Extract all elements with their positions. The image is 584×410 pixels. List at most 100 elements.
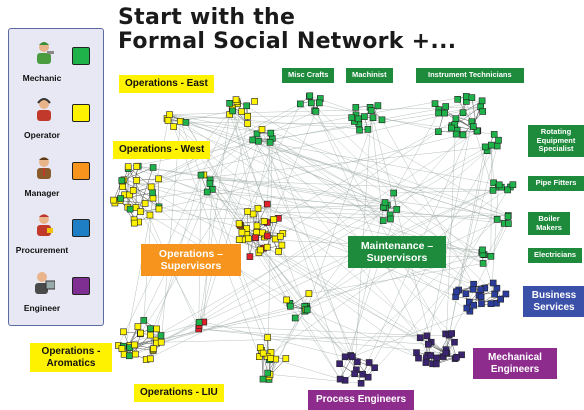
group-label-maintenance-supervisors: Maintenance – Supervisors — [348, 236, 446, 269]
network-node — [364, 373, 372, 381]
network-node — [131, 219, 138, 227]
network-edge — [169, 106, 481, 115]
network-edge — [207, 191, 386, 208]
network-edge — [367, 249, 483, 378]
network-node — [129, 187, 137, 194]
group-label-instrument-technicians: Instrument Technicians — [416, 68, 524, 83]
network-node — [137, 329, 144, 337]
network-node — [126, 191, 133, 199]
network-edge — [209, 179, 357, 371]
legend-label-operator: Operator — [24, 130, 60, 140]
group-label-process-engineers: Process Engineers — [308, 390, 415, 410]
network-node — [283, 296, 290, 304]
network-edge — [146, 186, 499, 360]
network-node — [364, 126, 372, 133]
network-edge — [161, 334, 450, 343]
network-node — [361, 113, 368, 120]
network-edge — [369, 107, 432, 343]
network-edge — [123, 326, 139, 355]
network-node — [463, 304, 471, 312]
network-node — [489, 279, 497, 287]
manager-icon — [37, 157, 51, 179]
network-edge — [140, 132, 272, 334]
network-node — [495, 136, 502, 144]
legend-swatch-mechanic — [72, 47, 90, 65]
network-node — [478, 97, 486, 105]
network-node — [131, 341, 138, 349]
network-node — [469, 123, 477, 130]
network-node — [296, 100, 304, 108]
network-node — [243, 225, 250, 232]
network-node — [502, 290, 510, 298]
network-node — [232, 96, 240, 103]
network-edge — [270, 192, 394, 359]
network-edge — [275, 131, 439, 240]
network-edge — [448, 146, 486, 336]
network-node — [253, 222, 261, 230]
network-edge — [481, 293, 507, 304]
network-node — [459, 131, 467, 139]
network-node — [477, 286, 485, 294]
network-node — [473, 127, 481, 135]
network-node — [462, 290, 470, 298]
network-node — [244, 208, 251, 215]
network-node — [258, 126, 266, 133]
network-node — [259, 349, 267, 357]
network-node — [235, 220, 243, 227]
network-edge — [232, 108, 276, 240]
network-node — [147, 331, 154, 339]
network-edge — [369, 107, 384, 221]
network-node — [170, 123, 177, 130]
network-node — [118, 345, 126, 353]
network-node — [431, 100, 439, 107]
network-node — [267, 354, 275, 362]
network-node — [291, 314, 299, 322]
network-node — [267, 129, 275, 137]
network-node — [126, 352, 133, 360]
network-edge — [198, 114, 230, 330]
network-node — [452, 115, 460, 122]
network-node — [118, 177, 126, 184]
network-node — [427, 352, 435, 359]
group-label-operations-aromatics: Operations - Aromatics — [30, 343, 112, 372]
title-line-2: Formal Social Network +... — [118, 29, 457, 54]
network-edge — [203, 321, 346, 358]
group-label-business-services: Business Services — [523, 286, 584, 317]
network-edge — [300, 103, 501, 300]
network-node — [305, 290, 313, 297]
group-label-operations-west: Operations - West — [113, 141, 211, 159]
group-label-misc-crafts: Misc Crafts — [282, 68, 335, 83]
network-node — [497, 295, 505, 303]
network-node — [270, 216, 278, 223]
network-node — [255, 353, 263, 361]
network-node — [243, 102, 250, 110]
network-node — [441, 109, 448, 117]
network-node — [150, 345, 157, 353]
network-edge — [307, 150, 488, 311]
network-node — [351, 370, 358, 378]
network-node — [119, 183, 126, 190]
network-node — [259, 375, 267, 383]
network-edge — [180, 121, 470, 312]
network-node — [378, 116, 386, 124]
network-node — [132, 350, 139, 358]
network-node — [166, 111, 173, 118]
network-node — [490, 131, 498, 138]
network-node — [149, 164, 157, 171]
network-edge — [128, 166, 152, 188]
network-node — [469, 285, 477, 293]
legend-label-mechanic: Mechanic — [22, 73, 62, 83]
network-edge — [118, 101, 238, 346]
network-edge — [124, 103, 301, 196]
network-edge — [306, 105, 379, 309]
network-node — [453, 288, 460, 296]
network-node — [487, 300, 495, 308]
network-node — [155, 175, 162, 183]
network-node — [306, 92, 314, 100]
network-node — [433, 354, 440, 362]
network-edge — [198, 123, 248, 330]
network-node — [206, 180, 214, 187]
network-node — [374, 102, 382, 109]
network-edge — [258, 140, 509, 224]
network-node — [226, 100, 233, 107]
